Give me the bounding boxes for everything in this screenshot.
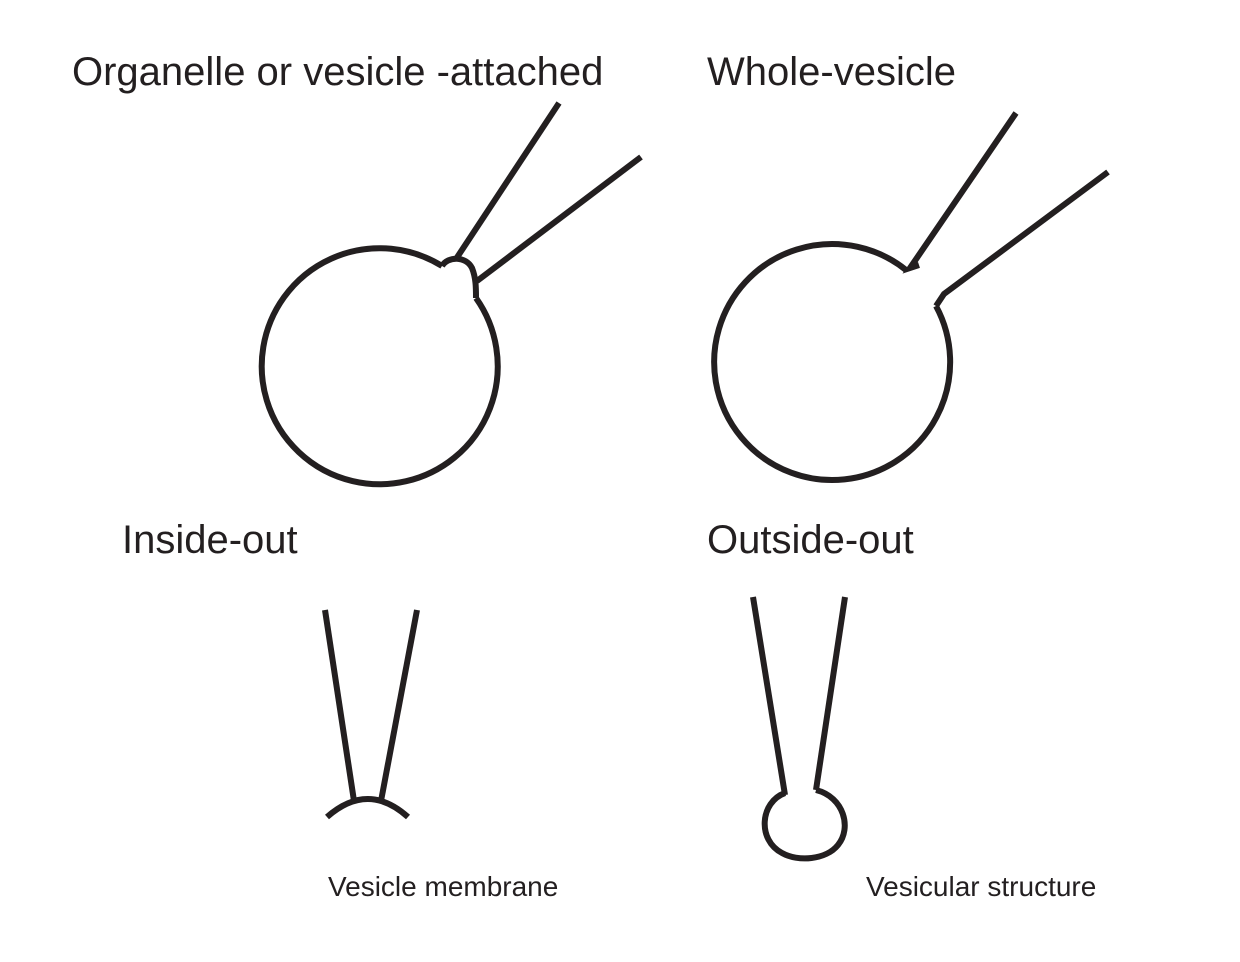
organelle-attached-vesicle-membrane (258, 245, 501, 488)
outside-out-vesicular-structure (761, 787, 848, 862)
whole-vesicle-pipette-right-wall (933, 169, 1110, 308)
inside-out-membrane-patch (325, 796, 411, 820)
whole-vesicle-membrane (711, 241, 954, 484)
whole-vesicle-drawing (711, 111, 1110, 484)
inside-out-pipette-right-wall (378, 609, 420, 802)
whole-vesicle-title: Whole-vesicle (707, 50, 956, 94)
organelle-attached-membrane-patch (439, 255, 479, 299)
organelle-attached-pipette-left-wall (453, 101, 562, 261)
inside-out-drawing (322, 609, 420, 820)
outside-out-title: Outside-out (707, 518, 914, 562)
inside-out-title: Inside-out (122, 518, 298, 562)
organelle-attached-title: Organelle or vesicle -attached (72, 50, 604, 94)
organelle-attached-drawing (258, 101, 643, 488)
outside-out-caption: Vesicular structure (866, 871, 1097, 902)
inside-out-pipette-left-wall (322, 609, 357, 802)
outside-out-pipette-right-wall (813, 596, 848, 791)
outside-out-drawing (750, 596, 848, 862)
organelle-attached-pipette-right-wall (475, 154, 643, 284)
outside-out-pipette-left-wall (750, 596, 788, 796)
whole-vesicle-pipette-left-wall (902, 111, 1019, 274)
inside-out-caption: Vesicle membrane (328, 871, 559, 902)
